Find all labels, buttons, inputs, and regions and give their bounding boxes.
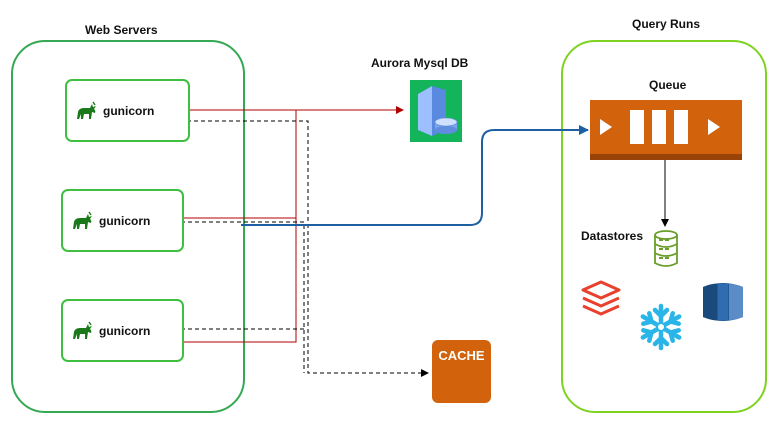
- queue-title: Queue: [649, 78, 687, 92]
- web-servers-title: Web Servers: [85, 23, 158, 37]
- databricks-icon: [581, 280, 621, 316]
- gunicorn-label: gunicorn: [103, 103, 155, 118]
- datastore-icon: [654, 230, 678, 267]
- gunicorn-node-3: gunicorn: [61, 299, 184, 362]
- redshift-icon: [703, 283, 743, 321]
- gunicorn-label: gunicorn: [99, 323, 151, 338]
- datastores-title: Datastores: [581, 229, 644, 243]
- edge-g2-cache: [181, 221, 305, 373]
- cache-label: CACHE: [438, 348, 485, 363]
- database-title: Aurora Mysql DB: [371, 56, 469, 70]
- unicorn-icon: [77, 101, 96, 119]
- gunicorn-node-1: gunicorn: [65, 79, 190, 142]
- unicorn-icon: [73, 211, 92, 229]
- edge-g2-db: [181, 110, 297, 219]
- query-runs-title: Query Runs: [632, 17, 701, 31]
- gunicorn-label: gunicorn: [99, 213, 151, 228]
- edge-webservers-queue: [241, 125, 589, 226]
- edge-g1-cache: [187, 120, 429, 377]
- cache-node: CACHE: [432, 340, 491, 403]
- database-server-icon: [410, 80, 462, 142]
- edge-g3-db: [181, 218, 297, 343]
- gunicorn-node-2: gunicorn: [61, 189, 184, 252]
- queue-icon: [590, 100, 742, 160]
- unicorn-icon: [73, 321, 92, 339]
- snowflake-icon: [640, 303, 682, 351]
